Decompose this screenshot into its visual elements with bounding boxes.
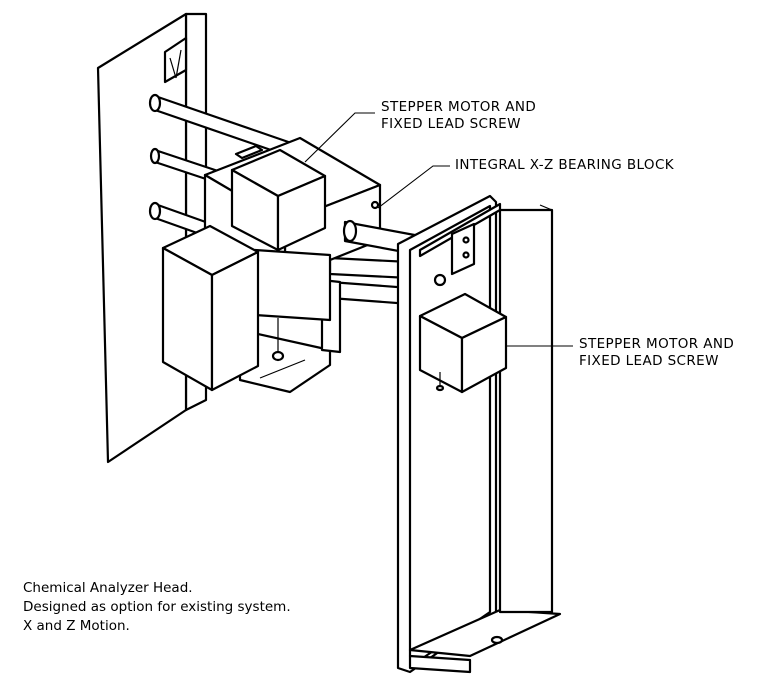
note-line-3: X and Z Motion.	[23, 618, 130, 634]
mounting-hole	[490, 635, 504, 645]
right-frame-channel	[396, 194, 562, 674]
upper-stepper-motor	[230, 144, 327, 252]
right-motor-label: STEPPER MOTOR AND FIXED LEAD SCREW	[579, 336, 734, 370]
right-stepper-motor	[418, 292, 508, 394]
upper-motor-label: STEPPER MOTOR AND FIXED LEAD SCREW	[381, 99, 536, 133]
bearing-block-label: INTEGRAL X-Z BEARING BLOCK	[455, 157, 675, 173]
leader-lines	[304, 112, 573, 347]
note-line-2: Designed as option for existing system.	[23, 599, 291, 615]
right-frame-bracket	[450, 222, 476, 276]
upper-motor-label-line1: STEPPER MOTOR AND	[381, 99, 537, 115]
upper-motor-label-line2: FIXED LEAD SCREW	[381, 116, 521, 132]
left-plate-slot	[163, 36, 188, 84]
note-line-1: Chemical Analyzer Head.	[23, 580, 193, 596]
right-motor-label-line2: FIXED LEAD SCREW	[579, 353, 719, 369]
right-motor-label-line1: STEPPER MOTOR AND	[579, 336, 735, 352]
description-notes: Chemical Analyzer Head. Designed as opti…	[23, 579, 291, 636]
left-enclosure-box	[161, 224, 260, 392]
